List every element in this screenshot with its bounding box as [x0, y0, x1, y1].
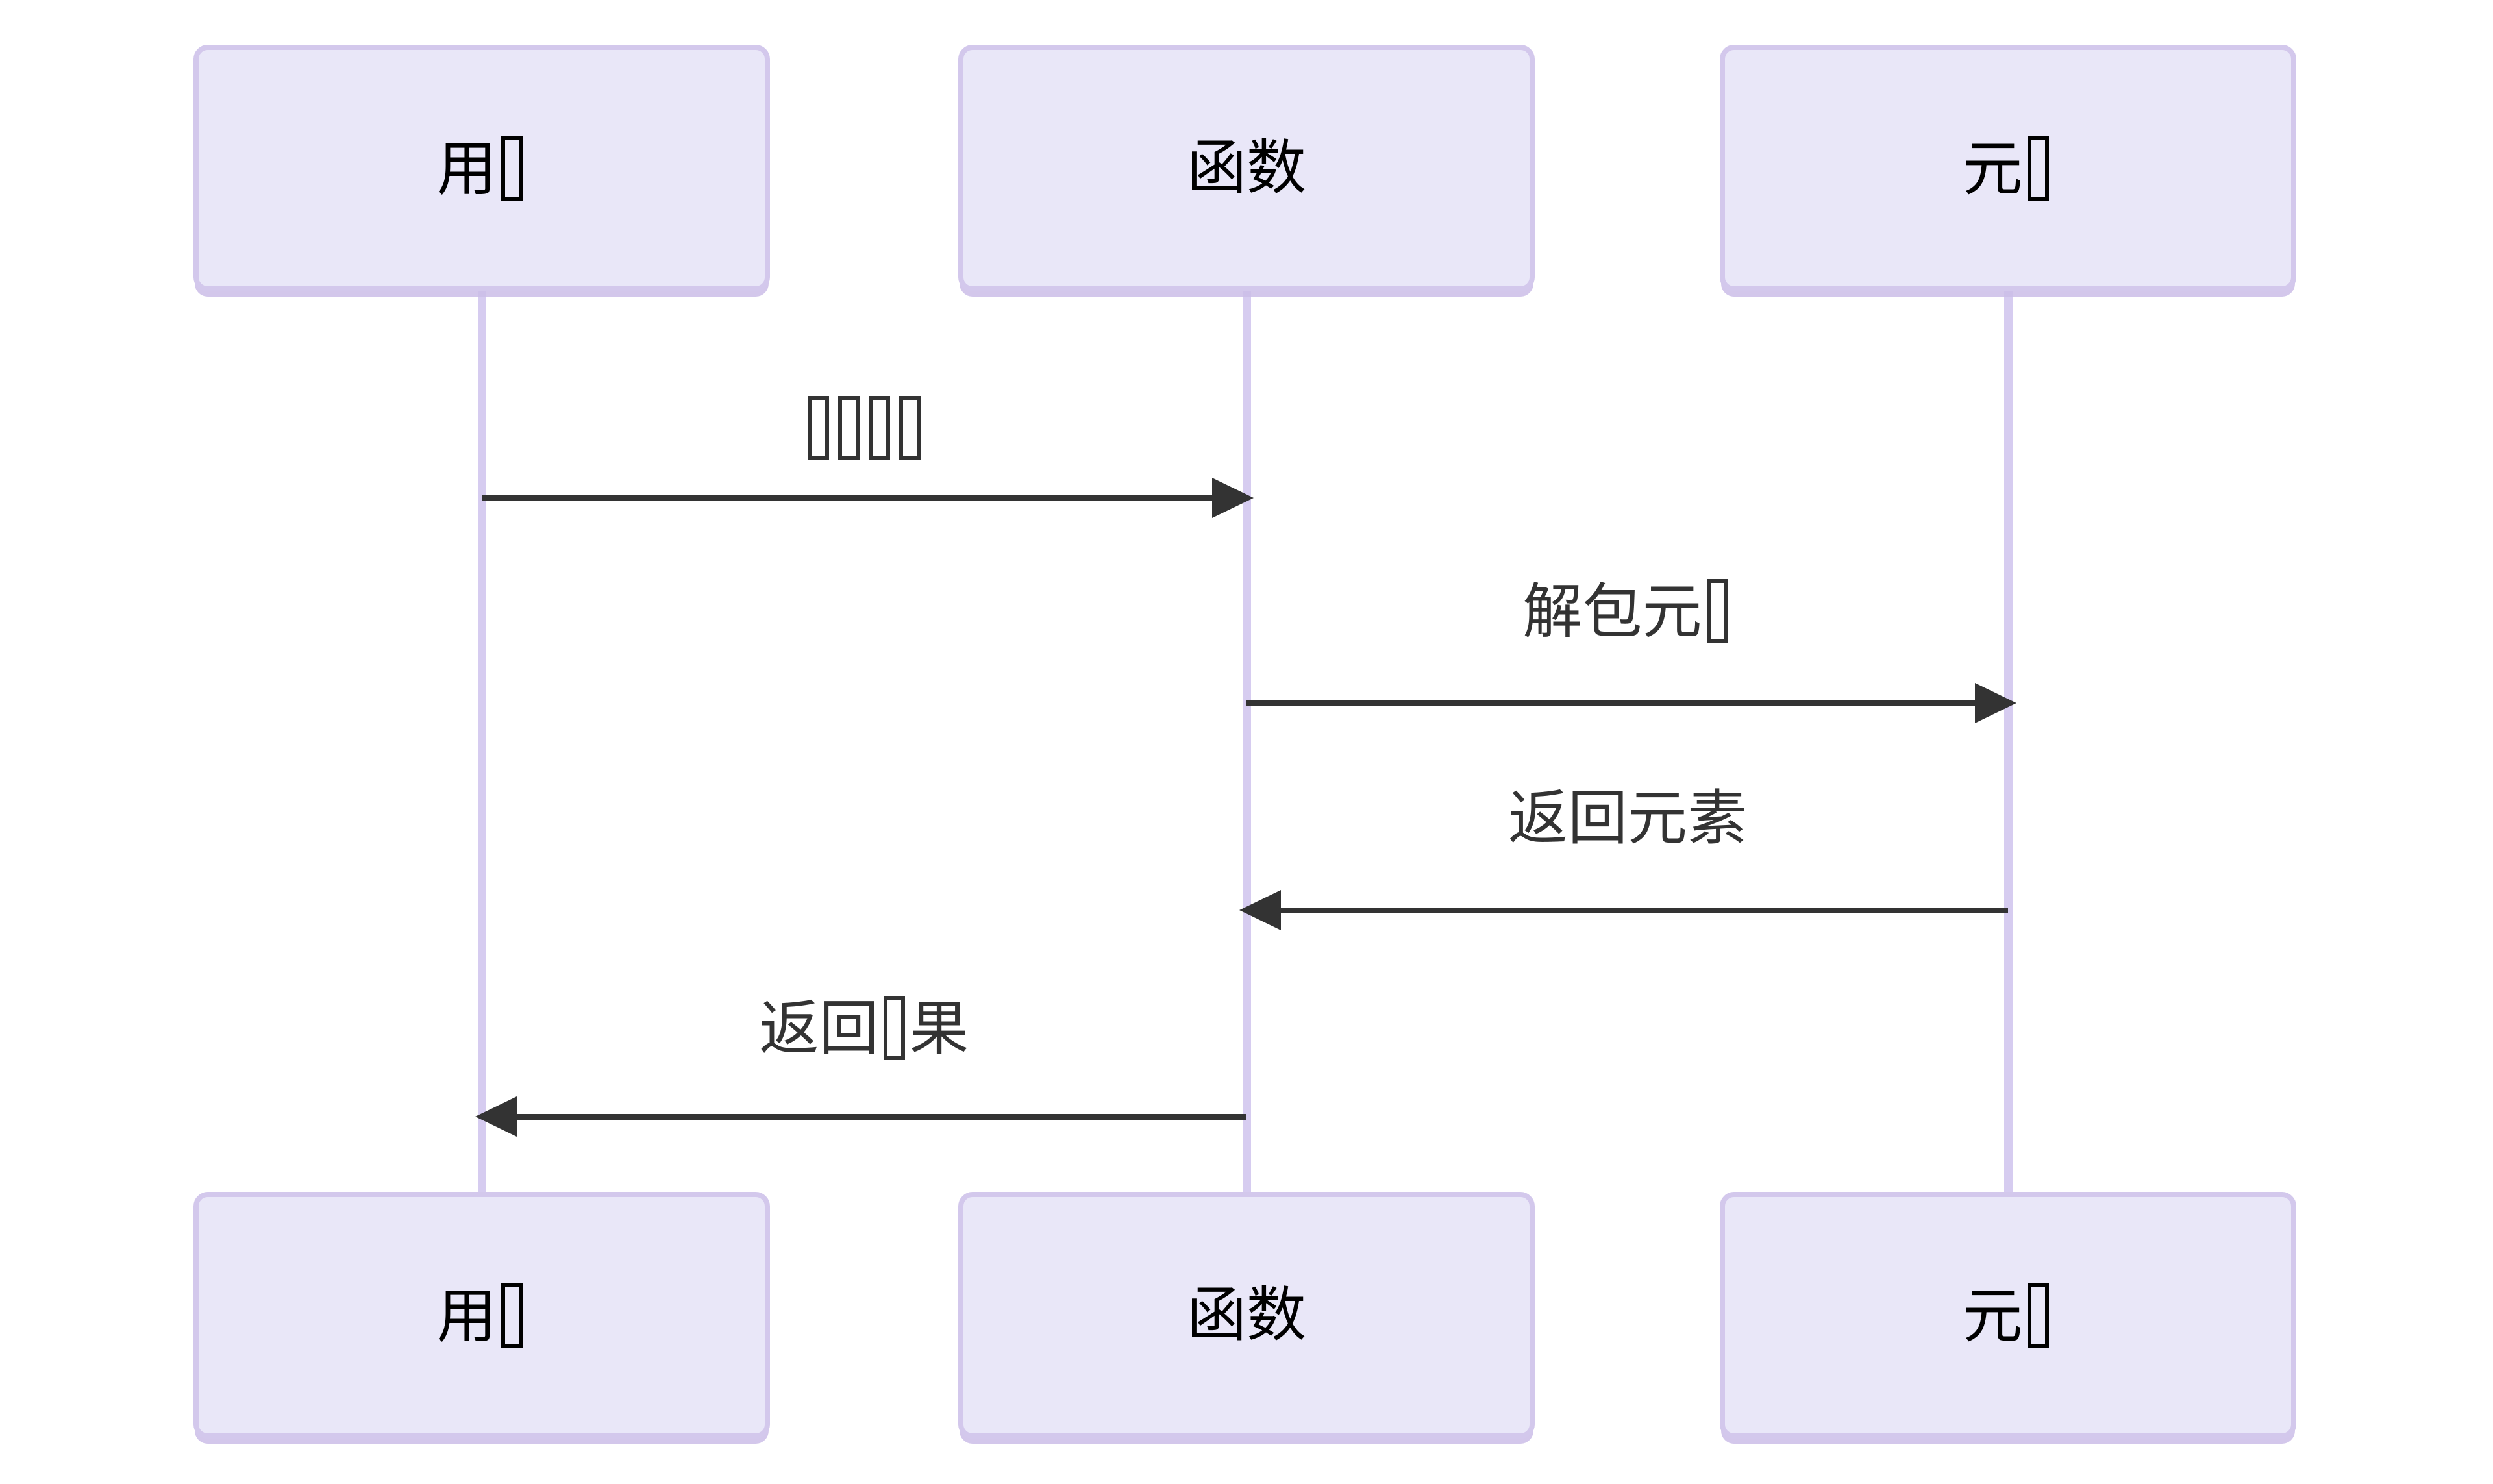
- actor-top-user: 用: [193, 45, 770, 291]
- arrowhead-right-icon: [1975, 683, 2016, 723]
- actor-bottom-tuple: 元: [1720, 1192, 2296, 1439]
- missing-glyph-box: [899, 396, 921, 460]
- message-label-4: 返回果: [759, 996, 969, 1062]
- actor-label-function: 函数: [1186, 1282, 1307, 1348]
- actor-top-function: 函数: [958, 45, 1535, 291]
- missing-glyph-box: [1706, 579, 1728, 643]
- missing-glyph-box: [2027, 136, 2049, 201]
- missing-glyph-box: [808, 396, 829, 460]
- message-line-3: [1281, 908, 2008, 913]
- message-line-1: [482, 495, 1212, 501]
- message-label-3: 返回元素: [1507, 785, 1748, 852]
- missing-glyph-box: [838, 396, 860, 460]
- missing-glyph-box: [869, 396, 890, 460]
- arrowhead-left-icon: [475, 1096, 517, 1137]
- message-line-4: [517, 1114, 1246, 1120]
- message-line-2: [1246, 700, 1975, 706]
- actor-top-tuple: 元: [1720, 45, 2296, 291]
- actor-label-user: 用: [436, 136, 527, 201]
- message-label-2: 解包元: [1173, 579, 2082, 645]
- actor-label-function: 函数: [1186, 135, 1307, 201]
- missing-glyph-box: [2027, 1283, 2049, 1348]
- actor-label-user: 用: [436, 1283, 527, 1348]
- actor-label-tuple: 元: [1963, 136, 2053, 201]
- arrowhead-left-icon: [1239, 890, 1281, 930]
- actor-label-tuple: 元: [1963, 1283, 2053, 1348]
- lifeline-tuple: [2004, 290, 2013, 1192]
- actor-bottom-user: 用: [193, 1192, 770, 1439]
- missing-glyph-box: [501, 1283, 523, 1348]
- arrowhead-right-icon: [1212, 478, 1254, 518]
- lifeline-user: [478, 290, 486, 1192]
- missing-glyph-box: [501, 136, 523, 201]
- message-label-1: [410, 396, 1319, 462]
- missing-glyph-box: [883, 996, 905, 1060]
- actor-bottom-function: 函数: [958, 1192, 1535, 1439]
